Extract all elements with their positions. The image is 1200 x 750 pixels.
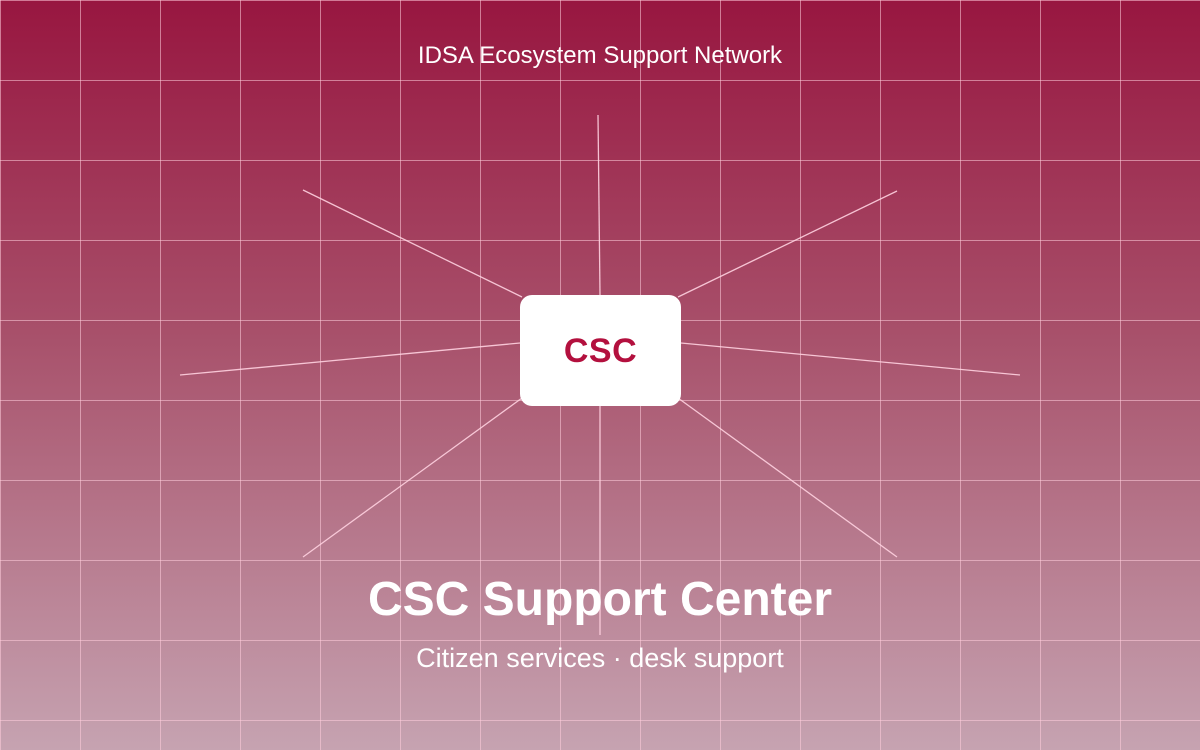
page-title: CSC Support Center bbox=[367, 573, 832, 626]
connector-ray-right bbox=[680, 342, 1021, 376]
connector-ray-left bbox=[179, 342, 521, 376]
connector-ray-top-left bbox=[302, 189, 523, 298]
connector-ray-bottom-left bbox=[302, 397, 523, 558]
network-label: IDSA Ecosystem Support Network bbox=[417, 42, 783, 69]
connector-ray-top bbox=[597, 114, 601, 296]
page-subtitle: Citizen services · desk support bbox=[416, 643, 784, 673]
connector-ray-bottom-right bbox=[677, 397, 898, 558]
hub-node: CSC bbox=[520, 295, 681, 406]
hub-label: CSC bbox=[563, 331, 638, 370]
connector-ray-top-right bbox=[677, 190, 898, 298]
